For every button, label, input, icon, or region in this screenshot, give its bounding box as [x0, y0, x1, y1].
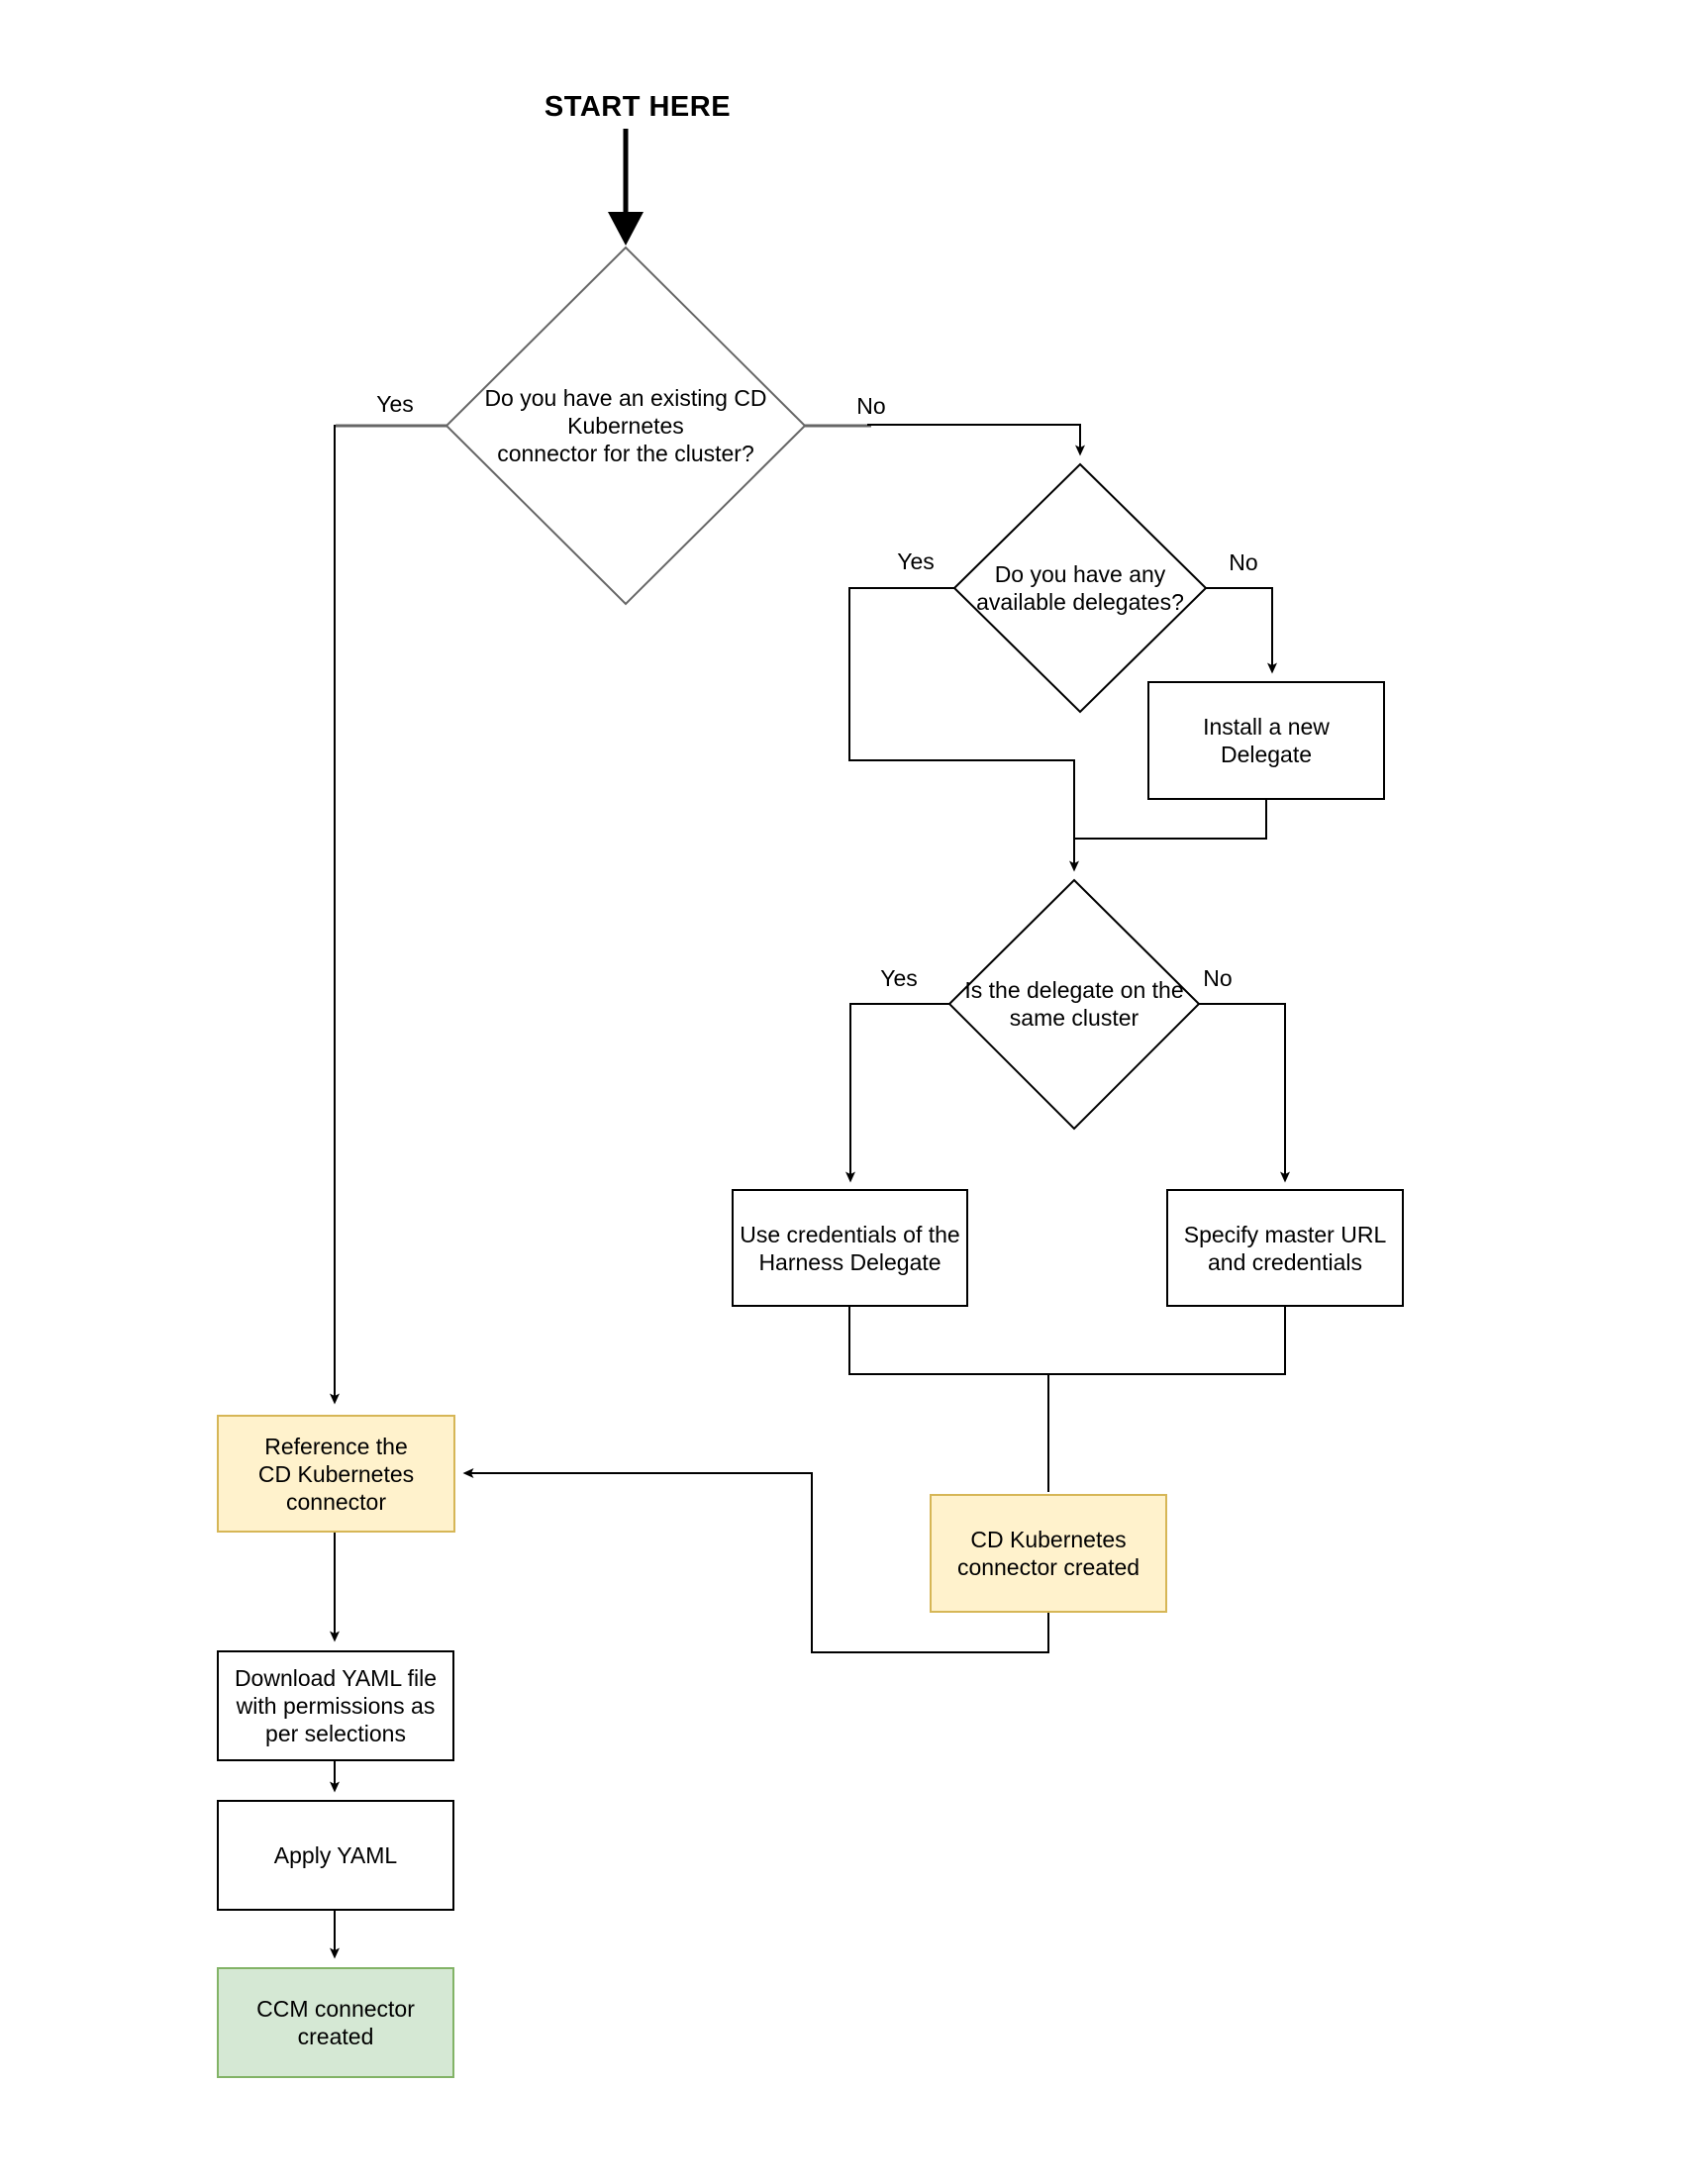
edge-label-delegates-yes: Yes [897, 548, 935, 574]
process-cd-connector-created: CD Kubernetes connector created [930, 1494, 1167, 1613]
process-use-credentials: Use credentials of the Harness Delegate [732, 1189, 968, 1307]
decision-existing-connector-shape [445, 246, 807, 606]
edge-label-same-cluster-no: No [1203, 965, 1233, 991]
start-arrowhead [608, 212, 644, 246]
edge-label-existing-no: No [856, 393, 886, 419]
edge-label-existing-yes: Yes [376, 391, 414, 417]
process-specify-master-url: Specify master URL and credentials [1166, 1189, 1404, 1307]
edge-same-cluster-yes [845, 1003, 949, 1183]
edge-same-cluster-no [1199, 1003, 1290, 1183]
edge-created-to-reference [462, 1468, 1049, 1653]
edge-label-delegates-no: No [1229, 549, 1258, 575]
process-install-delegate: Install a new Delegate [1147, 681, 1385, 800]
edge-delegates-no [1206, 587, 1277, 674]
process-reference-connector: Reference the CD Kubernetes connector [217, 1415, 455, 1533]
edge-delegates-yes [848, 587, 1079, 872]
process-apply-yaml: Apply YAML [217, 1800, 454, 1911]
decision-same-cluster-shape [947, 878, 1201, 1131]
edge-existing-no [867, 424, 1085, 456]
edge-credentials-merge [848, 1307, 1286, 1375]
process-download-yaml: Download YAML file with permissions as p… [217, 1650, 454, 1761]
edge-install-merge [1075, 800, 1267, 840]
decision-available-delegates-shape [952, 462, 1208, 714]
process-ccm-connector-created: CCM connector created [217, 1967, 454, 2078]
edge-label-same-cluster-yes: Yes [880, 965, 918, 991]
page-title: START HERE [544, 91, 732, 123]
